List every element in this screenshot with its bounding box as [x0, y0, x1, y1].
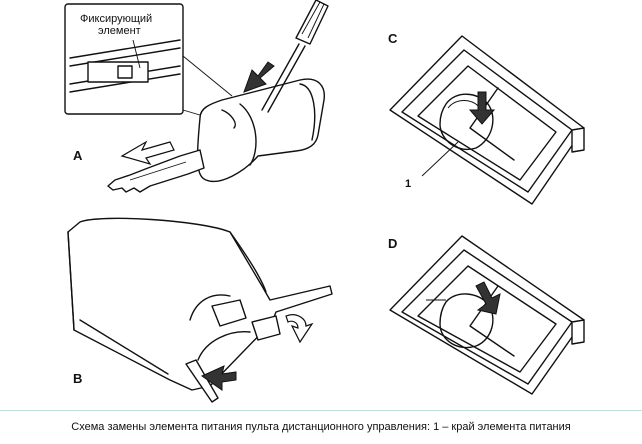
panel-a: Фиксирующий элемент A	[64, 0, 329, 193]
battery-replacement-diagram: Фиксирующий элемент A	[64, 0, 585, 403]
remote-body-a	[107, 78, 325, 193]
label-d: D	[388, 236, 397, 251]
inset-label-line1: Фиксирующий	[80, 13, 152, 25]
caption-divider	[0, 410, 642, 411]
callout-1: 1	[405, 178, 411, 190]
callout-line-1	[421, 141, 459, 177]
panel-b: B	[67, 217, 333, 403]
slide-arrow-d	[475, 281, 501, 315]
inset-label-line2: элемент	[98, 25, 141, 37]
panel-c: 1 C	[388, 31, 585, 205]
figure-caption: Схема замены элемента питания пульта дис…	[71, 421, 571, 433]
pull-arrow-a	[120, 140, 175, 166]
label-c: C	[388, 31, 398, 46]
inset-detail: Фиксирующий элемент	[64, 3, 184, 115]
push-arrow-b	[200, 365, 237, 391]
press-arrow-c	[468, 91, 496, 125]
label-b: B	[73, 371, 82, 386]
panel-d: D	[388, 235, 585, 395]
rotate-arrow-b	[285, 314, 314, 344]
push-arrow-a	[243, 61, 275, 93]
screwdriver	[261, 0, 329, 113]
label-a: A	[73, 148, 83, 163]
